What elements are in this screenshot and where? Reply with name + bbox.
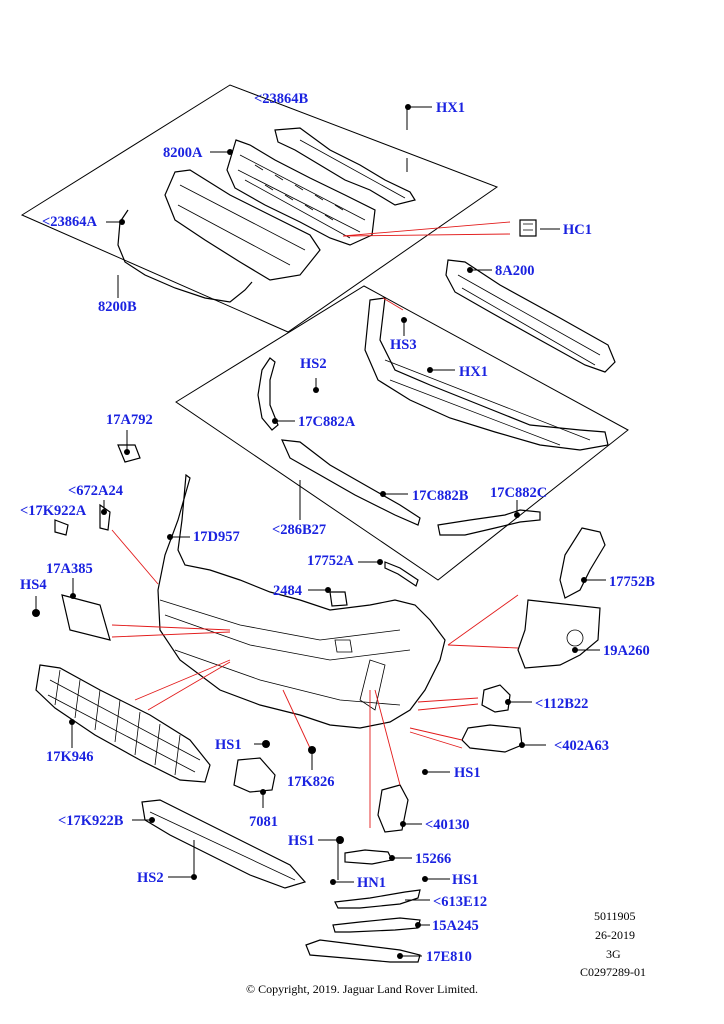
part-112B22 (481, 684, 511, 713)
label-2484: 2484 (273, 583, 302, 599)
part-19A260 (517, 599, 601, 669)
part-absorber (364, 297, 609, 451)
label-112B22: <112B22 (535, 696, 589, 712)
label-17K946: 17K946 (46, 749, 94, 765)
part-613E12 (334, 889, 421, 909)
label-HX1-upper: HX1 (436, 100, 465, 116)
part-17C882A (257, 357, 279, 431)
ref-number: 5011905 (594, 909, 636, 923)
label-17A792: 17A792 (106, 412, 153, 428)
label-17K922B: <17K922B (58, 813, 124, 829)
label-17C882C: 17C882C (490, 485, 548, 501)
beam-group-frame (175, 285, 629, 581)
label-17752B: 17752B (609, 574, 655, 590)
label-23864B: <23864B (254, 91, 309, 107)
part-17E810 (305, 939, 421, 963)
label-17K922A: <17K922A (20, 503, 87, 519)
label-HS4: HS4 (20, 577, 47, 593)
label-HS1-b: HS1 (454, 765, 481, 781)
label-17E810: 17E810 (426, 949, 472, 965)
relation-lines (111, 221, 519, 828)
label-7081: 7081 (249, 814, 278, 830)
label-8200B: 8200B (98, 299, 137, 315)
label-HS1-a: HS1 (215, 737, 242, 753)
label-HS1-c: HS1 (288, 833, 315, 849)
part-15266 (344, 849, 393, 865)
label-19A260: 19A260 (603, 643, 650, 659)
part-17A792 (117, 444, 141, 463)
label-613E12: <613E12 (433, 894, 488, 910)
part-23864B (274, 127, 416, 206)
label-8200A: 8200A (163, 145, 203, 161)
part-HC1 (519, 219, 537, 237)
label-40130: <40130 (425, 817, 470, 833)
label-HS3: HS3 (390, 337, 417, 353)
label-17D957: 17D957 (193, 529, 240, 545)
label-HX1-lower: HX1 (459, 364, 488, 380)
ref-code: C0297289-01 (580, 965, 646, 979)
label-15266: 15266 (415, 851, 452, 867)
part-17A385 (61, 594, 111, 641)
part-2484 (329, 591, 348, 607)
part-8200A-frame (164, 169, 321, 281)
part-15A245 (332, 917, 421, 933)
part-8A200 (445, 259, 616, 373)
part-17D957-bumper (157, 473, 446, 729)
label-17K826: 17K826 (287, 774, 335, 790)
part-17752B (559, 527, 606, 599)
grille-group-frame (20, 84, 499, 333)
label-8A200: 8A200 (495, 263, 535, 279)
leader-lines (32, 104, 606, 959)
part-672A24 (99, 503, 111, 531)
part-7081 (233, 757, 276, 793)
label-HC1: HC1 (563, 222, 592, 238)
ref-revision: 3G (606, 947, 621, 961)
part-8200A (226, 139, 376, 246)
label-HS2-lower: HS2 (137, 870, 164, 886)
copyright-footer: © Copyright, 2019. Jaguar Land Rover Lim… (245, 982, 479, 996)
label-15A245: 15A245 (432, 918, 479, 934)
label-17A385: 17A385 (46, 561, 93, 577)
part-17K922B (141, 799, 307, 889)
part-17C882B (281, 439, 421, 526)
part-402A63 (461, 724, 523, 753)
ref-date: 26-2019 (595, 928, 635, 942)
label-17C882A: 17C882A (298, 414, 356, 430)
label-23864A: <23864A (42, 214, 97, 230)
label-402A63: <402A63 (554, 738, 609, 754)
part-17752A (384, 561, 419, 587)
label-17C882B: 17C882B (412, 488, 469, 504)
part-17C882C (437, 509, 541, 536)
label-HS1-d: HS1 (452, 872, 479, 888)
label-17752A: 17752A (307, 553, 354, 569)
label-HS2-upper: HS2 (300, 356, 327, 372)
part-23864A (117, 209, 253, 303)
label-286B27: <286B27 (272, 522, 327, 538)
label-672A24: <672A24 (68, 483, 123, 499)
label-HN1: HN1 (357, 875, 386, 891)
